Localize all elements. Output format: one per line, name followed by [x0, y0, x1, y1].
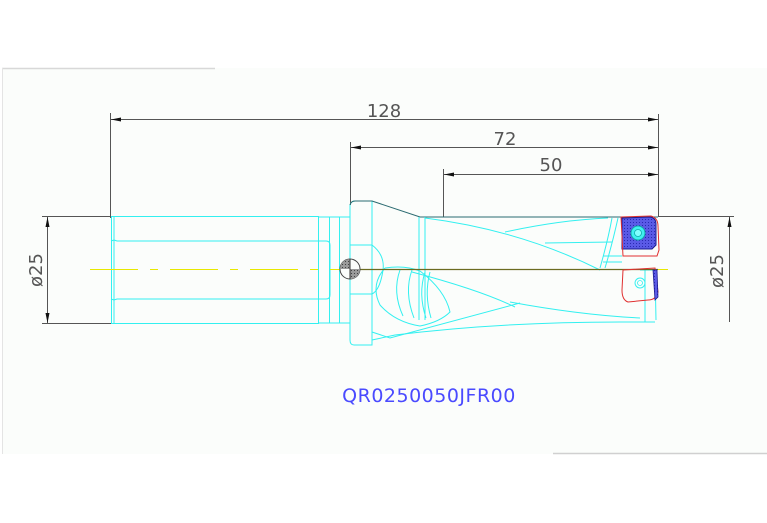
- flange-top-edge: [349, 200, 658, 218]
- dim-body-length: 72: [494, 129, 517, 150]
- dimension-arrows: [45, 117, 732, 323]
- insert-screw-icon: [634, 277, 646, 289]
- lower-insert: [621, 267, 659, 303]
- drawing-canvas: [2, 68, 767, 454]
- dimension-lines: [42, 113, 734, 324]
- dim-shank-diameter: ø25: [26, 253, 47, 287]
- dim-flute-length: 50: [540, 155, 563, 176]
- part-number-label: QR0250050JFR00: [342, 385, 516, 407]
- dim-cutting-diameter: ø25: [707, 254, 728, 288]
- tool-body: [371, 217, 657, 341]
- dim-overall-length: 128: [367, 101, 401, 122]
- coolant-hole-icon: [339, 258, 361, 280]
- upper-insert: [620, 215, 660, 257]
